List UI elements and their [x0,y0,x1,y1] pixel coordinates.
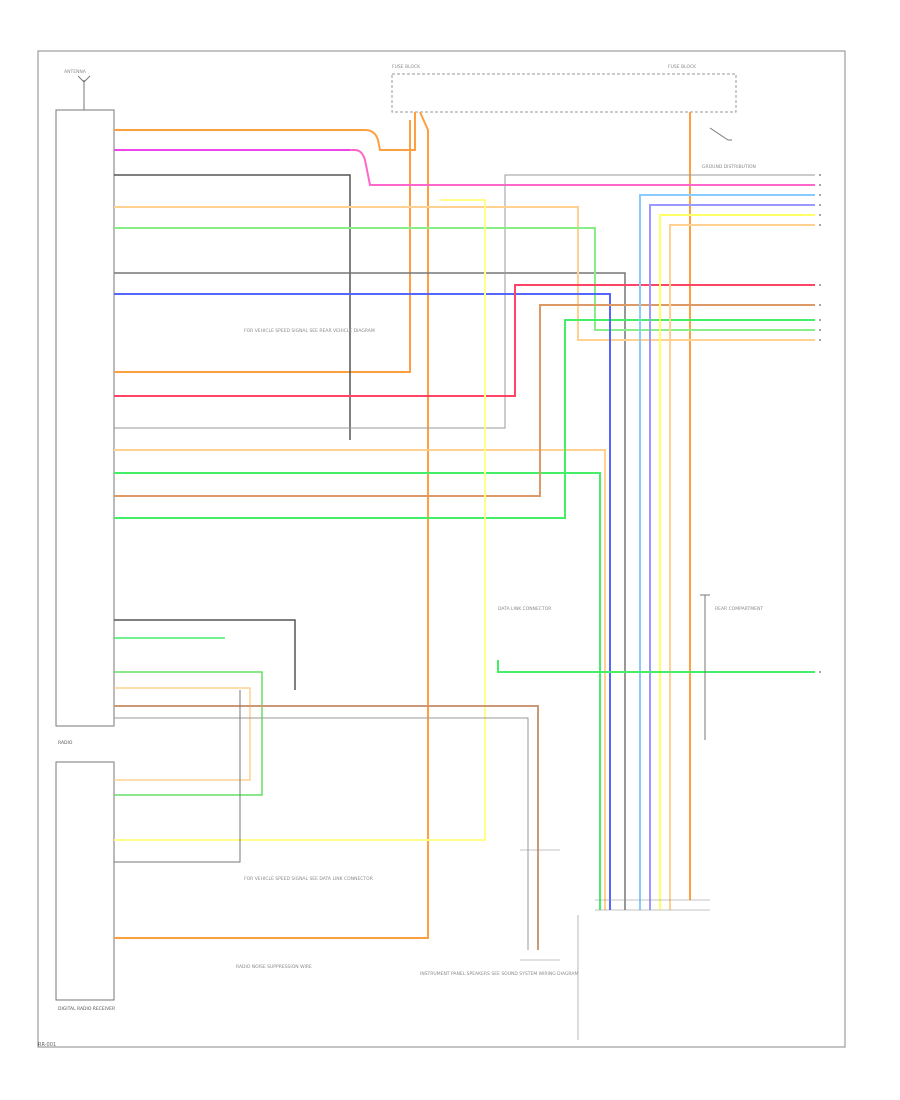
wire-dark-lower [114,619,296,690]
wire-gray-lower [114,717,529,950]
fuse-block-label: FUSE BLOCK [392,64,421,70]
radio-pin-ticks [114,129,120,719]
wire-brown-lower [114,705,539,950]
wire-blue [114,293,611,910]
wire-brown [114,304,815,497]
wire-violet [649,204,815,910]
wire-red [114,284,815,397]
page-label: RR-001 [38,1042,57,1048]
receiver-label: DIGITAL RADIO RECEIVER [58,1006,115,1012]
wire-tan-right [669,224,815,910]
connector-bottom-right [577,899,710,1040]
wire-yellow-right [659,214,815,910]
wire-dark-gray-a [114,174,351,440]
wire-tan-a [114,206,815,341]
radio-label: RADIO [58,740,73,746]
wire-orange-receiver [114,111,429,939]
fuse-block-right-label: FUSE BLOCK [668,64,697,70]
digital-receiver-module [55,761,115,1001]
note-data-link: DATA LINK CONNECTOR [498,606,551,612]
wire-tan-loop [114,687,251,781]
wire-gray-b [114,272,626,910]
wire-green-data-link [497,660,815,673]
antenna-icon [77,75,91,110]
connector-bottom-center [520,849,560,961]
note-ip-speakers: INSTRUMENT PANEL SPEAKERS SEE SOUND SYST… [420,971,578,977]
radio-module [55,109,115,727]
wire-green-loop [114,671,263,796]
wire-orange-mid [114,120,411,373]
note-speed-signal: FOR VEHICLE SPEED SIGNAL SEE REAR VEHICL… [244,328,375,334]
note-noise-suppression: RADIO NOISE SUPPRESSION WIRE [236,964,312,970]
wire-orange-top [114,112,416,151]
wire-light-blue [639,194,815,910]
note-rear-compartment: REAR COMPARTMENT [715,606,763,612]
ground-icon [709,127,732,141]
note-speed-signal-2: FOR VEHICLE SPEED SIGNAL SEE DATA LINK C… [244,876,373,882]
wire-light-green-a [114,227,815,331]
wire-tan-b [114,449,606,910]
wire-gray-c [114,174,815,429]
wire-gray-receiver [114,690,241,863]
wire-green-b [114,472,601,910]
right-terminals [819,174,821,673]
wire-yellow [114,199,486,841]
wire-pink [114,149,815,186]
diagram-frame [37,50,846,1048]
wire-green-c [114,319,815,519]
ground-icon-right [700,594,710,740]
note-ground-distribution: GROUND DISTRIBUTION [702,164,756,170]
fuse-block-box [391,73,737,113]
antenna-label: ANTENNA [64,69,87,75]
